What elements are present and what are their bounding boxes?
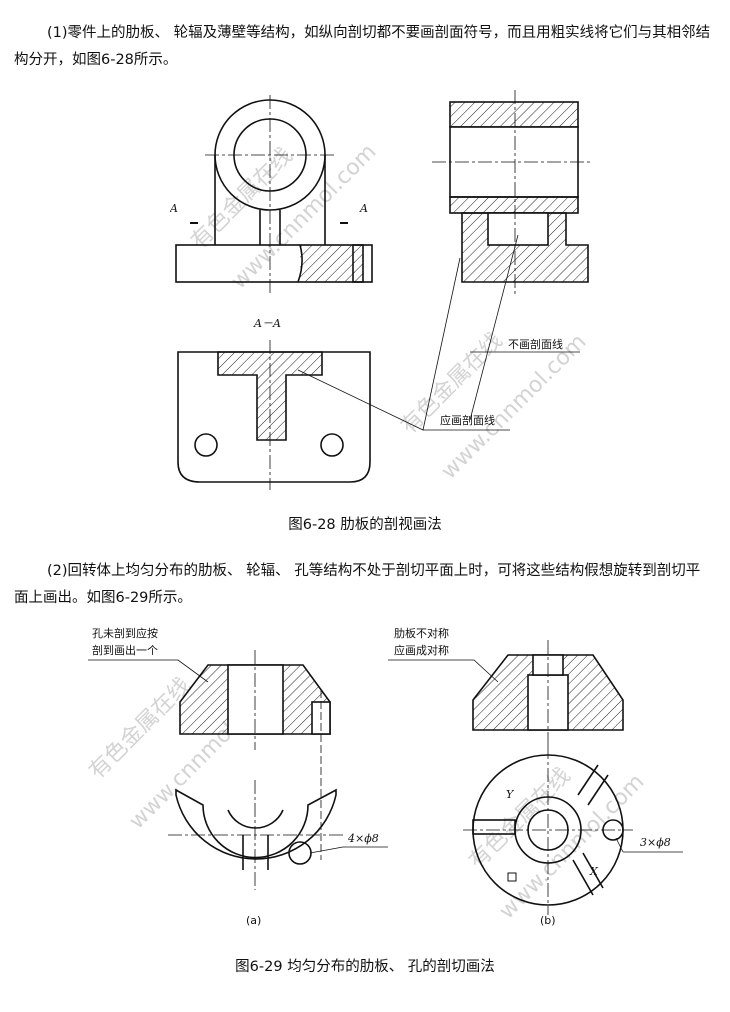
note-a-line1: 孔未剖到应按 xyxy=(92,626,158,640)
label-x: X xyxy=(589,865,599,878)
section-label: A－A xyxy=(253,317,281,330)
label-y: Y xyxy=(506,788,515,801)
hole-label-b: 3×ϕ8 xyxy=(640,836,671,849)
label-a: (a) xyxy=(246,914,261,927)
side-section-view xyxy=(432,90,590,295)
callout-hatch: 应画剖面线 xyxy=(440,413,495,427)
figure-6-29: 有色金属在线 www.cnnmol.com 有色金属在线 www.cnnmol.… xyxy=(85,626,683,927)
label-b: (b) xyxy=(540,914,556,927)
figure-6-28: 有色金属在线 www.cnnmol.com 有色金属在线 www.cnnmol.… xyxy=(170,90,590,490)
callout-leaders xyxy=(297,234,580,431)
front-view xyxy=(175,95,373,295)
figure-b-section xyxy=(472,640,624,745)
paragraph-1: (1)零件上的肋板、 轮辐及薄壁等结构，如纵向剖切都不要画剖面符号，而且用粗实线… xyxy=(14,25,711,68)
svg-text:www.cnnmol.com: www.cnnmol.com xyxy=(437,329,590,484)
caption-6-28: 图6-28 肋板的剖视画法 xyxy=(288,517,442,533)
hole-label-a: 4×ϕ8 xyxy=(347,832,379,845)
note-b-line2: 应画成对称 xyxy=(394,643,449,657)
note-a-line2: 剖到画出一个 xyxy=(92,643,158,657)
note-b-line1: 肋板不对称 xyxy=(394,626,449,640)
paragraph-2: (2)回转体上均匀分布的肋板、 轮辐、 孔等结构不处于剖切平面上时，可将这些结构… xyxy=(14,563,701,606)
figure-a-section xyxy=(179,650,331,860)
caption-6-29: 图6-29 均匀分布的肋板、 孔的剖切画法 xyxy=(235,959,495,975)
aa-section-view xyxy=(177,340,371,490)
label-a-right: A xyxy=(359,202,368,215)
figure-a-plan xyxy=(168,780,343,890)
label-a-left: A xyxy=(170,202,178,215)
figure-b-plan xyxy=(463,745,633,915)
callout-no-hatch: 不画剖面线 xyxy=(508,337,563,351)
